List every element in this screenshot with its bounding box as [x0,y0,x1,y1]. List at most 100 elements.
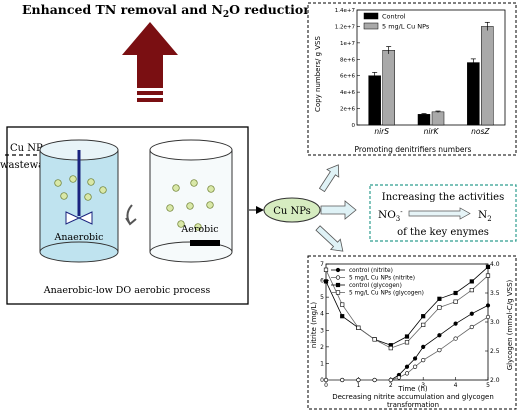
line-y-left-tick-label: 7 [320,261,324,268]
bar-legend-label: 5 mg/L Cu NPs [382,23,430,31]
line-point [340,302,345,307]
line-legend-label: control (nitrite) [349,268,393,274]
bar-chart-xlabel: Promoting denitrifiers numbers [355,145,472,154]
line-point [340,314,345,319]
anaerobic-tank: Anaerobic [39,139,119,263]
bar-y-tick-label: 1.4e+7 [335,8,356,14]
line-legend-label: control (glycogen) [349,283,402,289]
cu-nps-input-label: Cu NPs [10,143,48,154]
bar-category-label: nirS [374,127,389,136]
bar-legend-swatch [363,12,379,20]
line-legend-label: 5 mg/L Cu NPs (nitrite) [349,276,415,282]
line-x-tick-label: 2 [389,382,393,389]
cu-nps-node [263,197,321,223]
line-point [453,336,458,341]
line-chart-caption-2: transformation [387,401,439,409]
line-point [413,364,418,369]
line-point [340,377,345,383]
line-point [485,273,491,278]
line-y-right-tick-label: 3.0 [490,319,500,326]
bar-y-tick-label: 1e+7 [340,41,355,47]
line-chart-caption-1: Decreasing nitrite accumulation and glyc… [332,393,494,401]
bar-legend-label: Control [382,13,406,21]
line-point [421,314,426,319]
line-x-tick-label: 4 [454,382,458,389]
line-point [323,279,329,284]
line-chart-ylabel-left: nitrite (mg/L) [310,302,318,348]
line-point [404,364,410,369]
bar [481,26,494,126]
transfer-arrow [125,204,137,226]
line-point [485,303,491,308]
line-point [404,340,410,345]
bar-y-tick-label: 0 [352,123,356,129]
enzyme-line1: Increasing the activities [382,192,504,203]
anaerobic-label: Anaerobic [54,232,104,243]
line-point [437,348,442,353]
bar-y-tick-label: 6e+6 [340,74,355,80]
line-point [469,324,474,330]
line-point [413,356,418,361]
anaerobic-bubbles [54,175,107,201]
line-point [388,377,393,383]
line-y-left-tick-label: 4 [320,311,324,318]
line-point [437,296,442,301]
line-point [437,333,442,338]
bar [417,114,431,126]
enzyme-line2: of the key enymes [397,227,489,238]
bar-category-label: nirK [424,127,440,136]
line-y-left-tick-label: 2 [320,344,324,351]
stirrer-blade-right [77,211,93,225]
bar-y-tick-label: 8e+6 [340,57,355,63]
enhanced-removal-arrow [122,22,178,102]
callout-arrow-to-enzyme [320,200,357,220]
nitrogen-formula: N2 [478,209,492,223]
nitrate-formula: NO3- [378,208,403,223]
aerobic-bubbles [166,179,215,231]
line-chart-xlabel: Time (h) [397,385,428,393]
reaction-arrow [408,207,471,220]
line-y-right-tick-label: 3.5 [490,290,500,297]
line-point [356,325,361,330]
bar-category-label: nosZ [471,127,490,136]
line-point [335,275,341,280]
callout-arrow-to-bar-chart [318,164,340,193]
stirrer-blade-left [65,211,81,225]
line-x-tick-label: 5 [486,382,490,389]
line-point [372,377,377,383]
line-point [453,290,458,296]
bar-chart-ylabel: Copy numbers/ g VSS [314,36,322,112]
line-point [404,371,410,376]
bar-y-tick-label: 4e+6 [340,90,355,96]
aerator-bar [190,240,220,246]
line-point [388,345,393,351]
line-point [404,334,410,339]
wastewaters-label: wastewaters [0,160,64,171]
line-point [469,311,474,316]
line-point [437,305,442,310]
bar [368,75,381,126]
cu-nps-node-label: Cu NPs [273,206,311,217]
line-legend-label: 5 mg/L Cu NPs (glycogen) [349,291,424,297]
line-y-left-tick-label: 1 [320,360,324,367]
line-point [485,314,491,320]
line-point [453,299,458,304]
line-point [335,267,341,273]
line-point [356,377,361,383]
line-x-tick-label: 3 [421,382,425,389]
line-point [421,344,426,349]
aerobic-label: Aerobic [180,224,218,235]
line-point [335,290,341,295]
aerobic-tank: Aerobic [149,139,233,263]
line-y-right-tick-label: 2.5 [490,348,500,355]
line-point [485,264,491,270]
line-y-left-tick-label: 5 [320,294,324,301]
line-point [421,322,426,328]
line-y-left-tick-label: 3 [320,327,324,334]
callout-arrow-to-line-chart [315,225,344,252]
line-y-left-tick-label: 6 [320,278,324,285]
